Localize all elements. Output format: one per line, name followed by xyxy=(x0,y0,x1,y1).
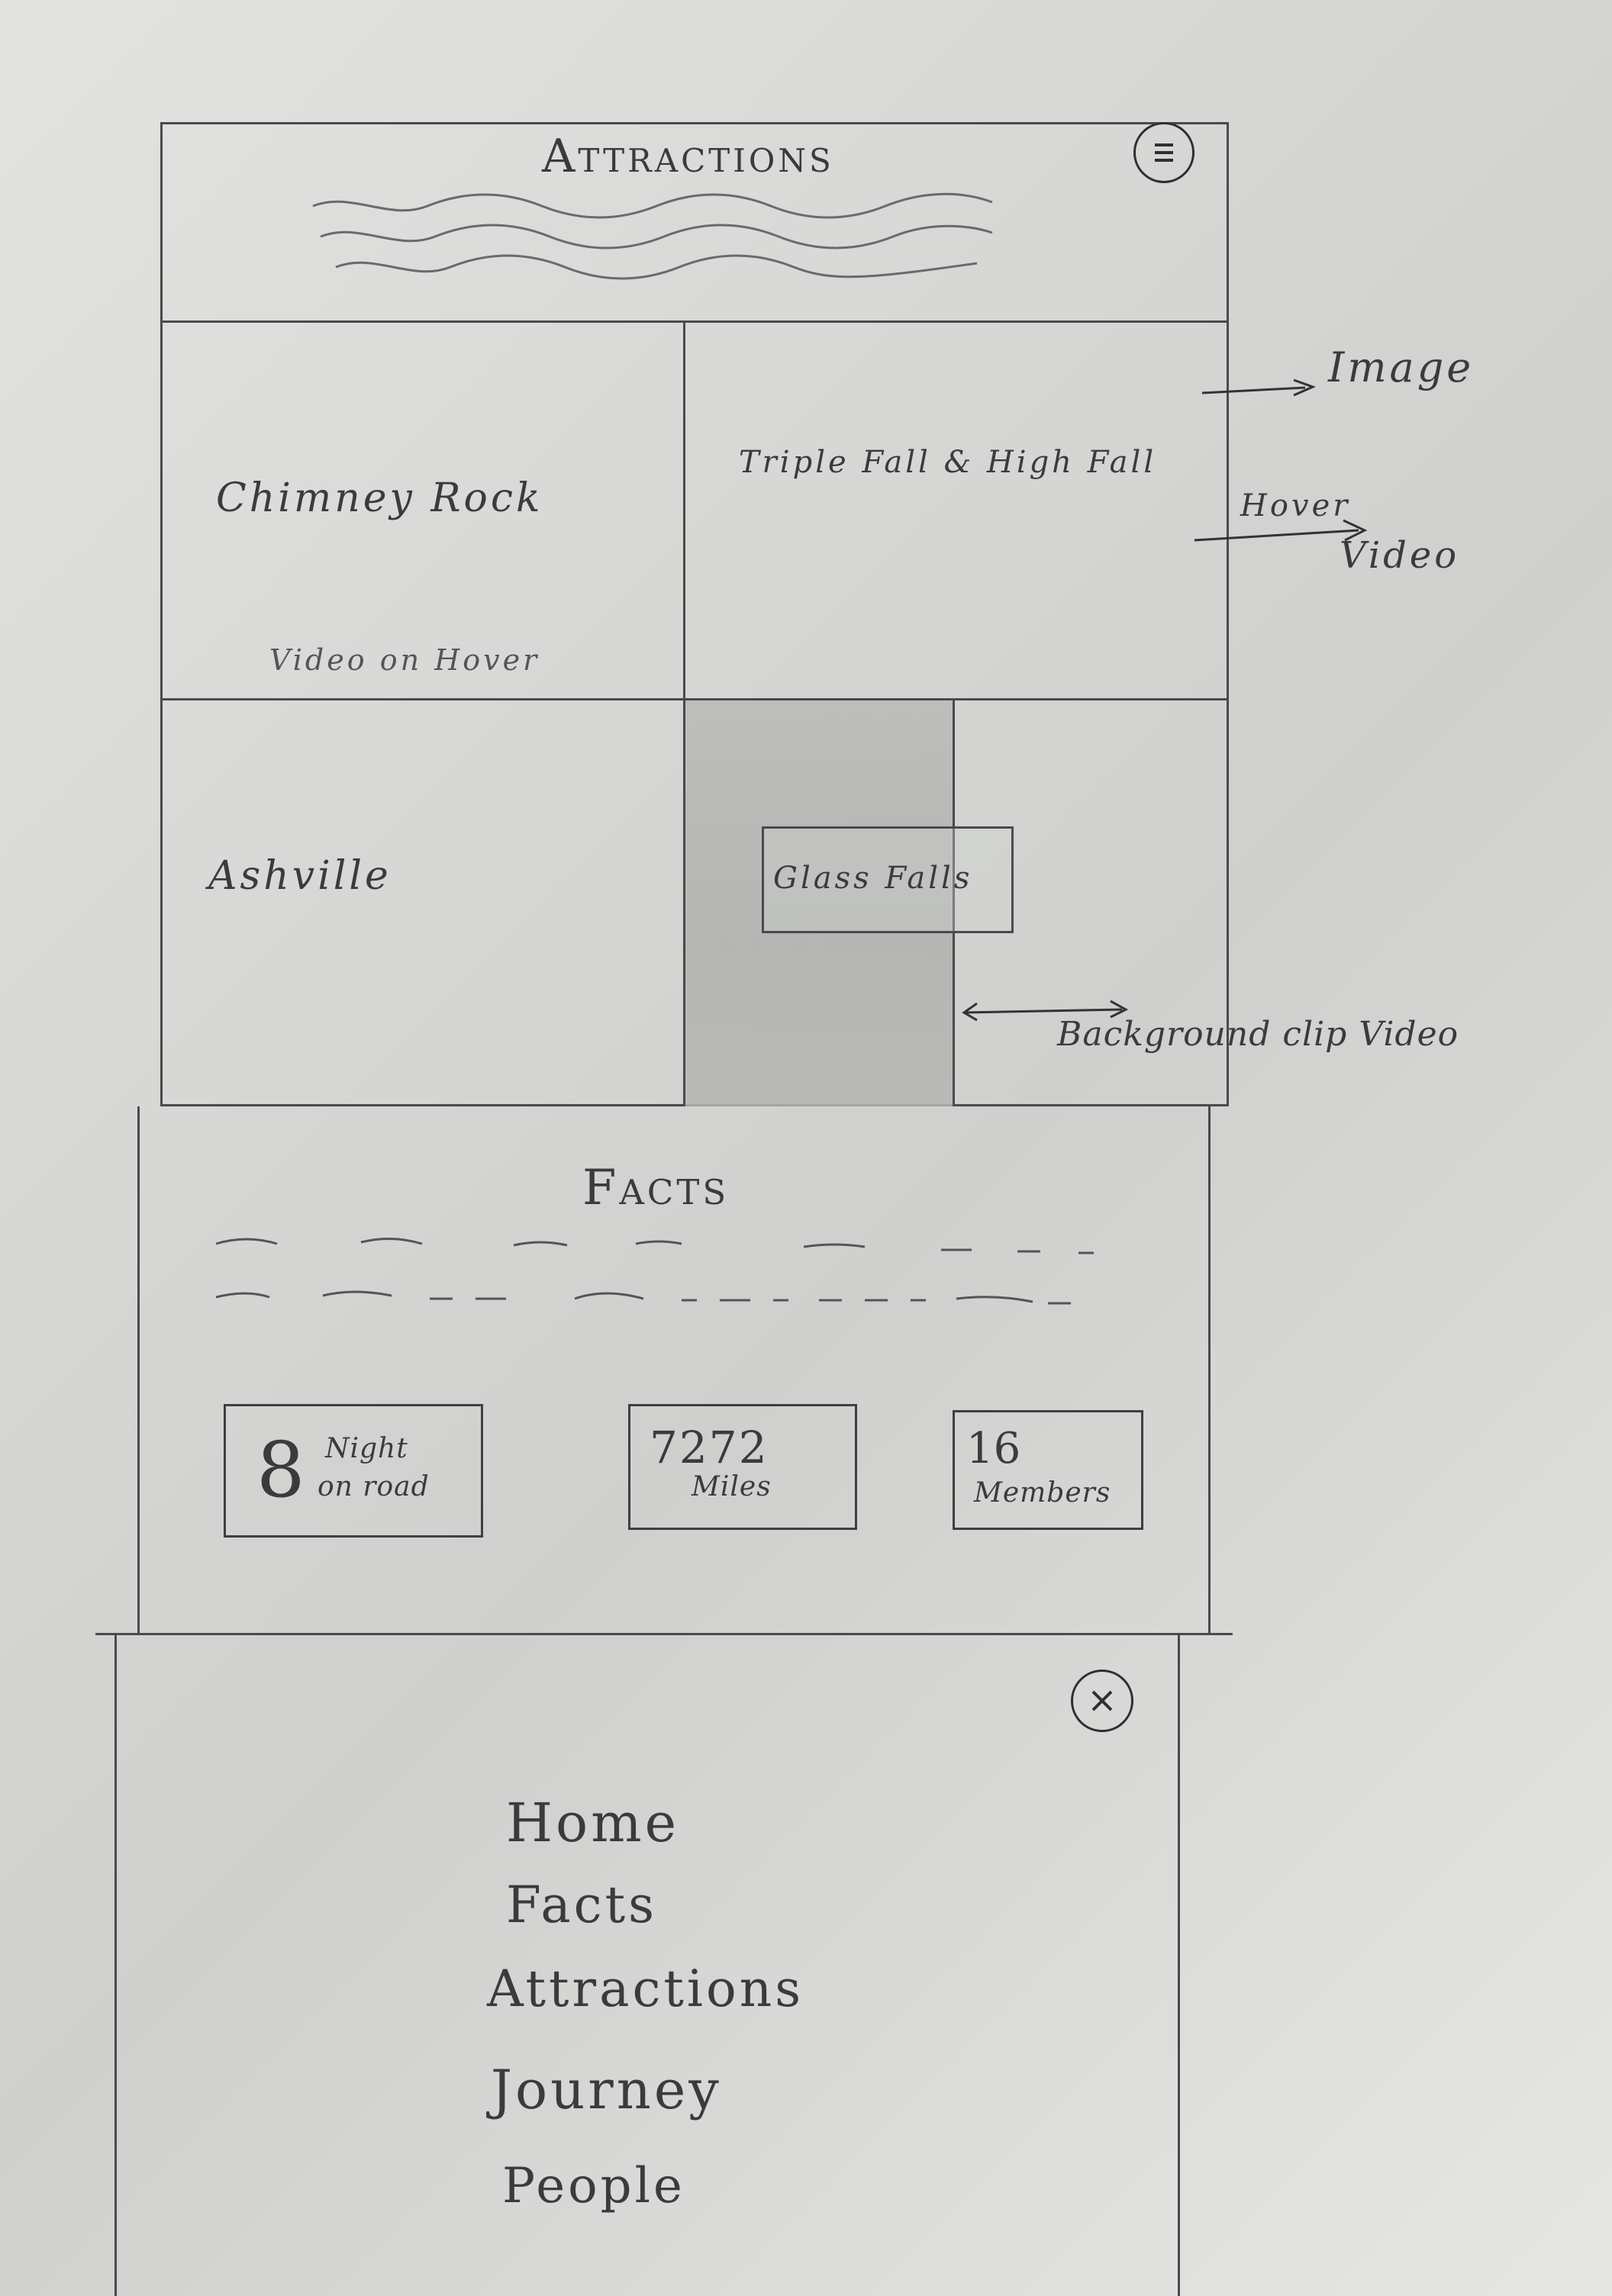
nav-item-journey[interactable]: Journey xyxy=(491,2059,722,2121)
annotation-hover: Hover xyxy=(1240,488,1351,523)
tile-ashville[interactable]: Ashville xyxy=(163,700,683,1106)
divider-header xyxy=(160,320,1229,323)
divider-nav xyxy=(95,1633,1233,1635)
nav-overlay: Home Facts Attractions Journey People xyxy=(114,1635,1180,2296)
stat-card-nights: 8 Night on road xyxy=(224,1404,483,1538)
tile-chimney-rock[interactable]: Chimney Rock Video on Hover xyxy=(163,323,683,698)
annotation-arrow-hover xyxy=(1194,519,1368,542)
stat-card-members: 16 Members xyxy=(953,1410,1143,1530)
video-strip-edge xyxy=(953,700,955,1106)
nav-item-facts[interactable]: Facts xyxy=(506,1876,658,1934)
hamburger-menu-icon[interactable] xyxy=(1133,122,1194,183)
tile-triple-fall[interactable]: Triple Fall & High Fall xyxy=(685,323,1229,698)
tile-label: Chimney Rock xyxy=(216,475,543,521)
tile-label: Glass Falls xyxy=(773,861,973,896)
tile-label: Ashville xyxy=(208,853,392,899)
annotation-video: Video xyxy=(1340,534,1460,577)
nav-item-attractions[interactable]: Attractions xyxy=(487,1959,804,2018)
tile-glass-falls[interactable]: Glass Falls xyxy=(685,700,1229,1106)
stat-text: Members xyxy=(974,1477,1111,1509)
annotation-image: Image xyxy=(1328,343,1475,391)
stat-card-miles: 7272 Miles xyxy=(628,1404,857,1530)
divider-col xyxy=(683,320,685,1106)
glass-falls-label-box xyxy=(762,826,1014,933)
stat-value: 8 xyxy=(256,1425,305,1515)
page-title: Attractions xyxy=(542,130,834,183)
stat-text: Miles xyxy=(692,1471,772,1502)
tile-sublabel: Video on Hover xyxy=(269,643,540,677)
annotation-arrow-image xyxy=(1201,378,1317,397)
facts-placeholder-text xyxy=(215,1238,1094,1305)
stat-value: 7272 xyxy=(650,1422,769,1473)
nav-item-people[interactable]: People xyxy=(502,2158,685,2214)
annotation-bg-clip: Background clip Video xyxy=(1057,1015,1459,1054)
header-placeholder-text xyxy=(312,192,993,280)
nav-item-home[interactable]: Home xyxy=(506,1792,679,1854)
tile-label: Triple Fall & High Fall xyxy=(739,445,1157,480)
close-icon[interactable] xyxy=(1071,1670,1133,1732)
stat-text: on road xyxy=(318,1471,430,1502)
facts-title: Facts xyxy=(582,1160,730,1216)
background-clip-video xyxy=(685,700,953,1106)
stat-value: 16 xyxy=(966,1424,1021,1473)
stat-text: Night xyxy=(325,1433,408,1464)
facts-section: Facts 8 Night on road 7272 Miles 16 Memb… xyxy=(137,1106,1211,1633)
annotation-arrow-bg xyxy=(962,1000,1129,1022)
header: Attractions xyxy=(160,122,1229,328)
divider-row xyxy=(160,698,1229,700)
